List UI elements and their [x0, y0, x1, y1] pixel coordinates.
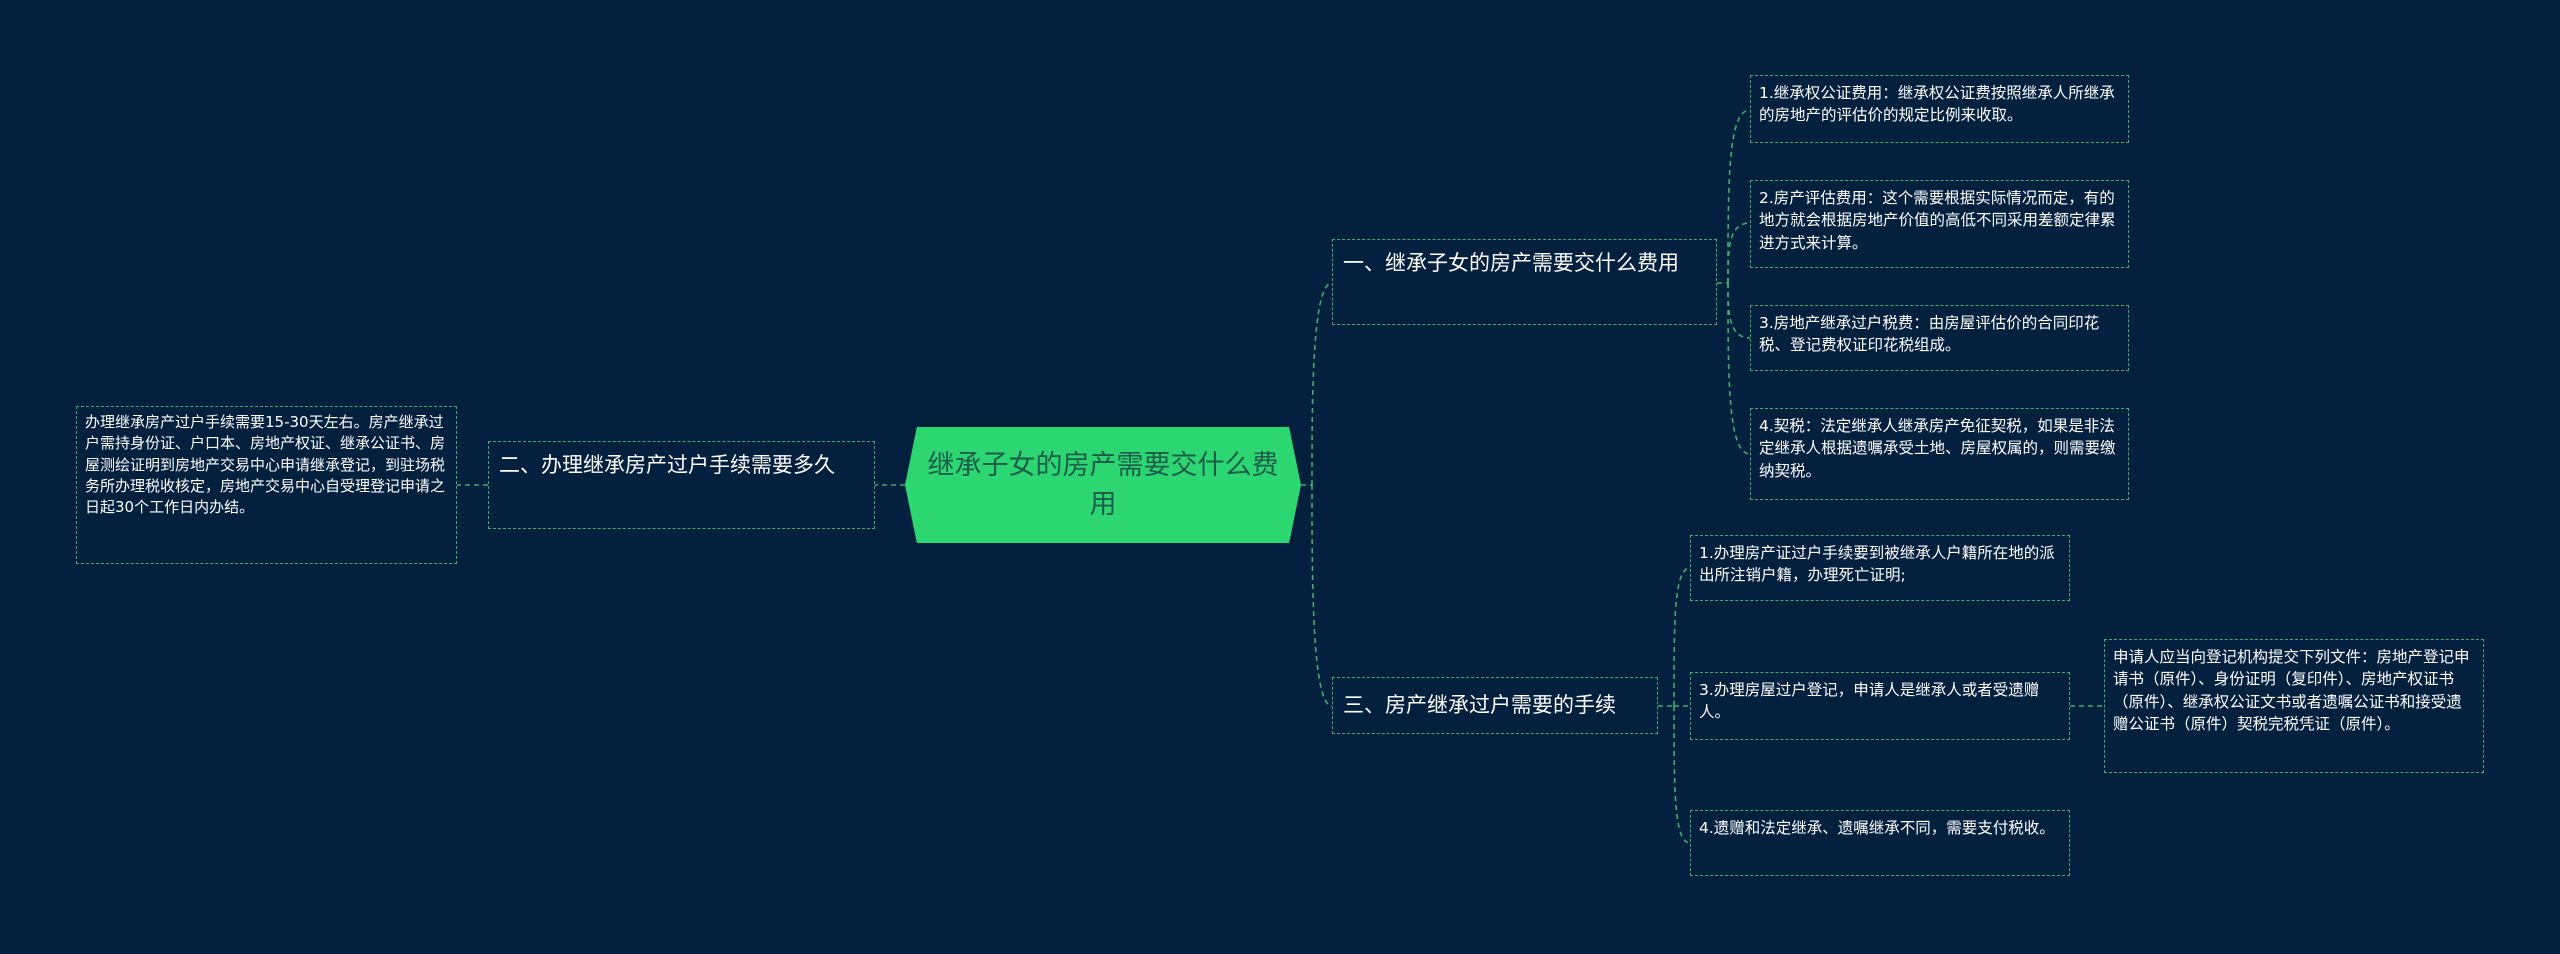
leaf-appraisal-fee: 2.房产评估费用：这个需要根据实际情况而定，有的地方就会根据房地产价值的高低不同… [1750, 180, 2129, 268]
connector-proc-leaf1 [1673, 567, 1691, 707]
leaf-notary-fee: 1.继承权公证费用：继承权公证费按照继承人所继承的房地产的评估价的规定比例来收取… [1750, 75, 2129, 143]
connector-fees-leaf2 [1727, 222, 1751, 284]
leaf-deregister-household: 1.办理房产证过户手续要到被继承人户籍所在地的派出所注销户籍，办理死亡证明; [1690, 535, 2070, 601]
leaf-deed-tax: 4.契税：法定继承人继承房产免征契税，如果是非法定继承人根据遗嘱承受土地、房屋权… [1750, 408, 2129, 500]
branch-procedure[interactable]: 三、房产继承过户需要的手续 [1332, 677, 1658, 734]
leaf-bequest-tax: 4.遗赠和法定继承、遗嘱继承不同，需要支付税收。 [1690, 810, 2070, 876]
leaf-transfer-tax: 3.房地产继承过户税费：由房屋评估价的合同印花税、登记费权证印花税组成。 [1750, 305, 2129, 371]
connector-fees-leaf3 [1727, 282, 1751, 339]
connector-to-procedure [1311, 484, 1333, 707]
connector-to-fees [1311, 282, 1333, 486]
leaf-required-documents: 申请人应当向登记机构提交下列文件：房地产登记申请书（原件）、身份证明（复印件）、… [2104, 639, 2484, 773]
connector-fees-leaf4 [1727, 282, 1751, 455]
connector-proc-leaf3 [1673, 705, 1691, 844]
branch-fees[interactable]: 一、继承子女的房产需要交什么费用 [1332, 239, 1717, 325]
root-node[interactable]: 继承子女的房产需要交什么费用 [905, 427, 1301, 543]
leaf-processing-time-detail: 办理继承房产过户手续需要15-30天左右。房产继承过户需持身份证、户口本、房地产… [76, 406, 457, 564]
connector-fees-leaf1 [1727, 109, 1751, 284]
leaf-transfer-registration: 3.办理房屋过户登记，申请人是继承人或者受遗赠人。 [1690, 672, 2070, 740]
branch-processing-time[interactable]: 二、办理继承房产过户手续需要多久 [488, 441, 875, 529]
